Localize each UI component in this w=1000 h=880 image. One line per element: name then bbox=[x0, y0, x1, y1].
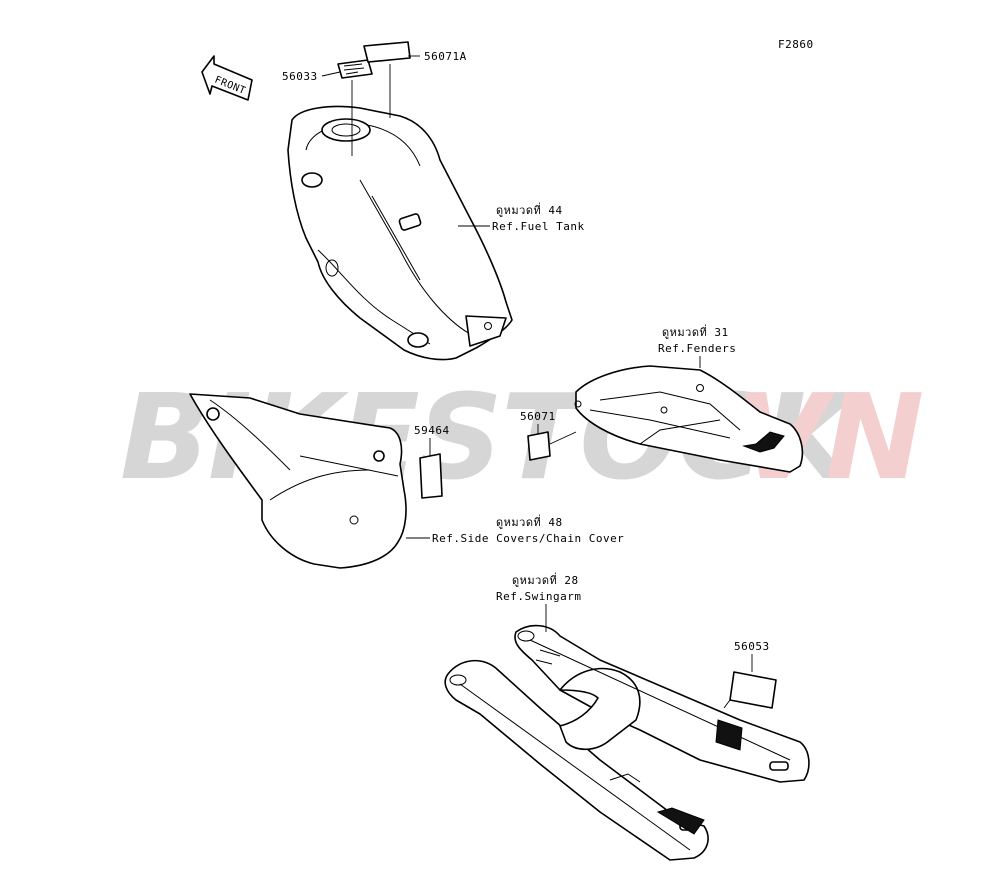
ref-fuel-tank[interactable]: Ref.Fuel Tank bbox=[492, 220, 585, 233]
side-cover bbox=[189, 393, 407, 569]
part-56071A[interactable]: 56071A bbox=[424, 50, 467, 63]
decal-56053 bbox=[729, 671, 777, 709]
ref-fuel-tank-thai: ดูหมวดที่ 44 bbox=[496, 202, 563, 217]
ref-swingarm[interactable]: Ref.Swingarm bbox=[496, 590, 581, 603]
ref-fenders[interactable]: Ref.Fenders bbox=[658, 342, 736, 355]
decal-59464 bbox=[419, 453, 443, 499]
swingarm bbox=[444, 624, 810, 861]
front-arrow-icon: FRONT bbox=[201, 55, 253, 101]
fuel-tank bbox=[287, 105, 513, 361]
part-56071[interactable]: 56071 bbox=[520, 410, 556, 423]
part-56053[interactable]: 56053 bbox=[734, 640, 770, 653]
rear-fender bbox=[574, 365, 804, 473]
decal-56071 bbox=[527, 431, 551, 461]
ref-fenders-thai: ดูหมวดที่ 31 bbox=[662, 324, 729, 339]
ref-side-covers[interactable]: Ref.Side Covers/Chain Cover bbox=[432, 532, 624, 545]
figure-code: F2860 bbox=[778, 38, 814, 51]
part-56033[interactable]: 56033 bbox=[282, 70, 318, 83]
part-59464[interactable]: 59464 bbox=[414, 424, 450, 437]
ref-side-covers-thai: ดูหมวดที่ 48 bbox=[496, 514, 563, 529]
decal-56071A bbox=[363, 41, 411, 63]
decal-56033 bbox=[337, 59, 373, 79]
ref-swingarm-thai: ดูหมวดที่ 28 bbox=[512, 572, 579, 587]
